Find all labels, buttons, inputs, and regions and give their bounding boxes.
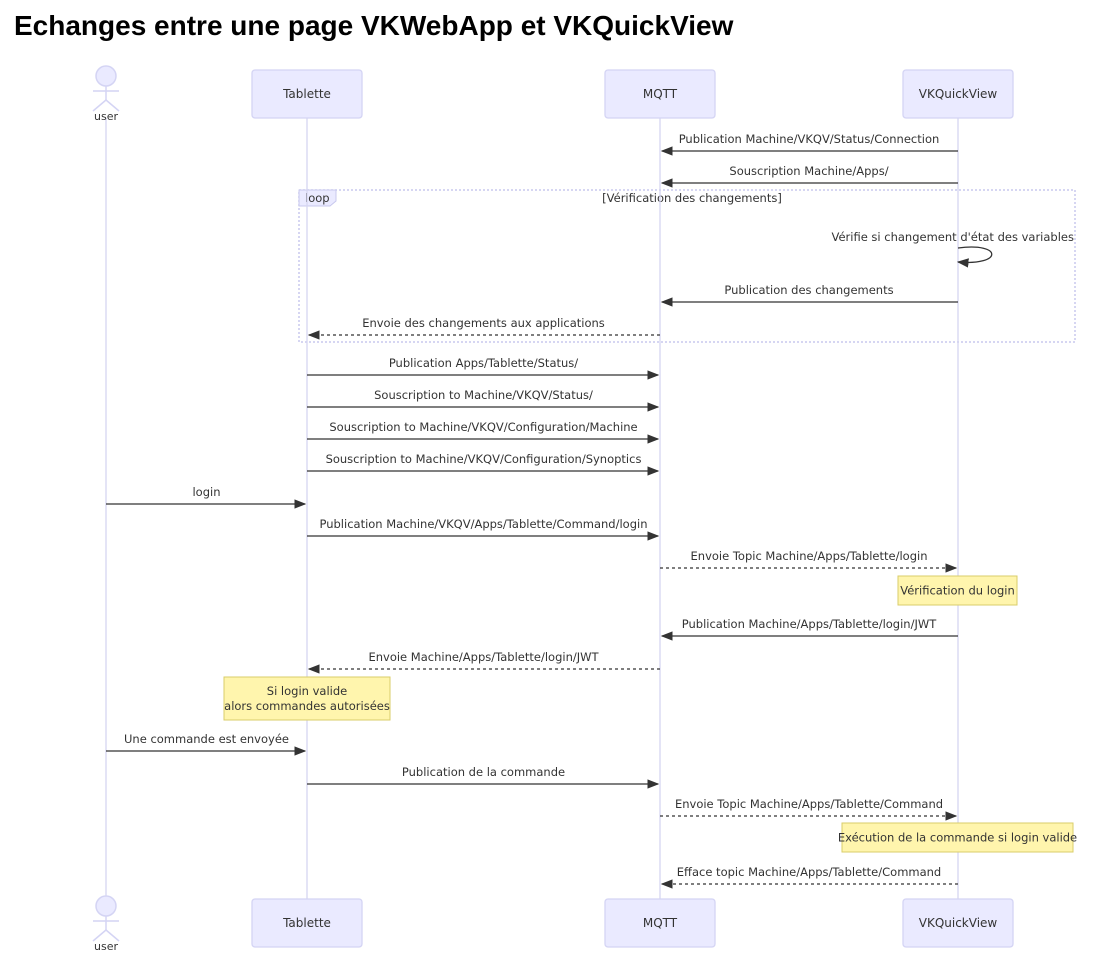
actor-bottom-vkqv: VKQuickView [902, 898, 1014, 948]
note-box [841, 822, 1074, 853]
message: login [106, 485, 307, 509]
actor-label: user [94, 110, 118, 123]
actor-box [902, 69, 1014, 119]
actor-label: MQTT [643, 87, 678, 101]
note-text: alors commandes autorisées [224, 699, 390, 713]
person-icon [92, 65, 120, 112]
message: Souscription to Machine/VKQV/Status/ [307, 388, 660, 412]
actor-top-user: user [92, 65, 120, 123]
message: Souscription to Machine/VKQV/Configurati… [307, 420, 660, 444]
message-label: Envoie Machine/Apps/Tablette/login/JWT [368, 650, 599, 664]
page-title: Echanges entre une page VKWebApp et VKQu… [14, 10, 734, 41]
actor-box [251, 69, 363, 119]
message-label: Vérifie si changement d'état des variabl… [831, 230, 1074, 244]
actor-box [251, 898, 363, 948]
note-text: Vérification du login [900, 584, 1015, 598]
message-label: Souscription to Machine/VKQV/Configurati… [326, 452, 642, 466]
self-message-arrow [956, 246, 993, 268]
note-text: Si login valide [267, 684, 347, 698]
message: Publication Machine/VKQV/Status/Connecti… [660, 132, 958, 156]
message-label: Envoie Topic Machine/Apps/Tablette/login [691, 549, 928, 563]
actor-top-tablette: Tablette [251, 69, 363, 119]
note-box [223, 676, 391, 721]
message-label: Publication Machine/Apps/Tablette/login/… [682, 617, 937, 631]
loop-keyword: loop [305, 191, 330, 205]
message: Publication de la commande [307, 765, 660, 789]
message: Publication Machine/Apps/Tablette/login/… [660, 617, 958, 641]
message: Publication Machine/VKQV/Apps/Tablette/C… [307, 517, 660, 541]
note: Exécution de la commande si login valide [838, 822, 1077, 853]
message: Une commande est envoyée [106, 732, 307, 756]
actor-label: user [94, 940, 118, 953]
loop-frame [298, 189, 1076, 343]
message: Envoie Topic Machine/Apps/Tablette/login [660, 549, 958, 573]
message: Publication des changements [660, 283, 958, 307]
actor-label: Tablette [282, 87, 331, 101]
loop-condition: [Vérification des changements] [602, 191, 782, 205]
message: Vérifie si changement d'état des variabl… [831, 230, 1074, 268]
message-label: Publication de la commande [402, 765, 565, 779]
message-label: Publication Apps/Tablette/Status/ [389, 356, 578, 370]
loop-label-box [298, 189, 337, 207]
message-label: Envoie Topic Machine/Apps/Tablette/Comma… [675, 797, 943, 811]
actor-box [902, 898, 1014, 948]
message: Efface topic Machine/Apps/Tablette/Comma… [660, 865, 958, 889]
message-label: Souscription Machine/Apps/ [729, 164, 888, 178]
message: Souscription Machine/Apps/ [660, 164, 958, 188]
actor-bottom-user: user [92, 895, 120, 953]
actor-top-vkqv: VKQuickView [902, 69, 1014, 119]
actor-label: Tablette [282, 916, 331, 930]
actor-box [604, 69, 716, 119]
message-label: Souscription to Machine/VKQV/Configurati… [329, 420, 637, 434]
person-icon [92, 895, 120, 942]
message: Publication Apps/Tablette/Status/ [307, 356, 660, 380]
message: Souscription to Machine/VKQV/Configurati… [307, 452, 660, 476]
message: Envoie Topic Machine/Apps/Tablette/Comma… [660, 797, 958, 821]
actor-top-mqtt: MQTT [604, 69, 716, 119]
note: Vérification du login [897, 575, 1018, 606]
actor-label: VKQuickView [919, 916, 998, 930]
note-text: Exécution de la commande si login valide [838, 831, 1077, 845]
message-label: Envoie des changements aux applications [362, 316, 605, 330]
message-label: Publication des changements [724, 283, 893, 297]
message-label: login [192, 485, 220, 499]
actor-label: MQTT [643, 916, 678, 930]
message-label: Une commande est envoyée [124, 732, 289, 746]
actor-bottom-mqtt: MQTT [604, 898, 716, 948]
actor-bottom-tablette: Tablette [251, 898, 363, 948]
actor-label: VKQuickView [919, 87, 998, 101]
message-label: Publication Machine/VKQV/Apps/Tablette/C… [319, 517, 647, 531]
message: Envoie des changements aux applications [307, 316, 660, 340]
note-box [897, 575, 1018, 606]
message-label: Souscription to Machine/VKQV/Status/ [374, 388, 593, 402]
actor-box [604, 898, 716, 948]
message-label: Publication Machine/VKQV/Status/Connecti… [679, 132, 940, 146]
message-label: Efface topic Machine/Apps/Tablette/Comma… [677, 865, 941, 879]
message: Envoie Machine/Apps/Tablette/login/JWT [307, 650, 660, 674]
